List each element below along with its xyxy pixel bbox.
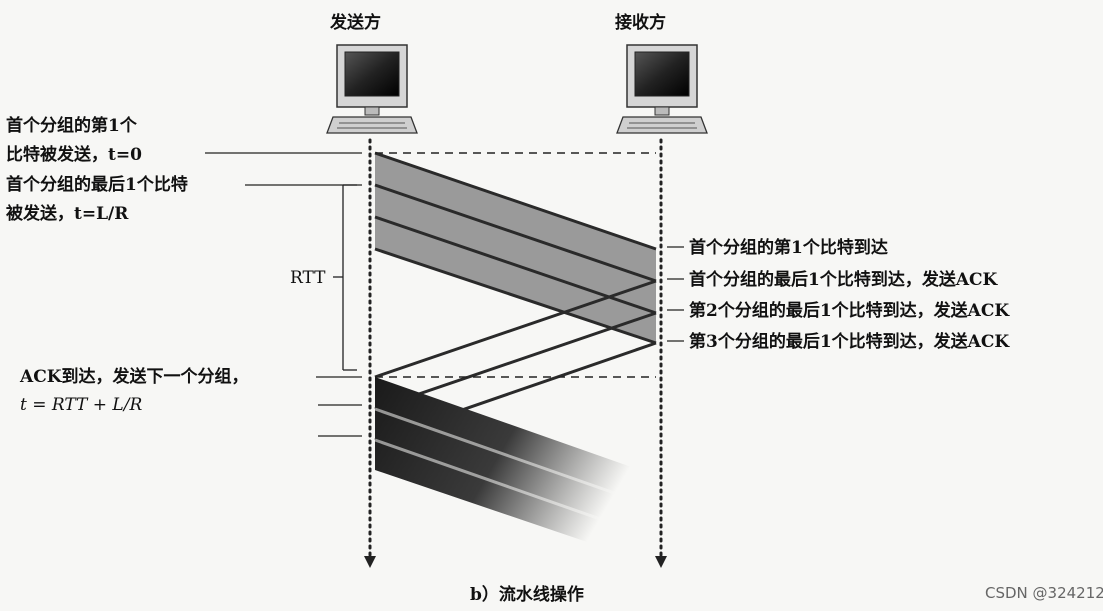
packet-edge-2	[374, 183, 657, 283]
packet-edge-1	[374, 151, 657, 251]
right-label-3: 第2个分组的最后1个比特到达，发送ACK	[689, 300, 1010, 321]
ack-line-1	[374, 279, 657, 379]
right-label-1: 首个分组的第1个比特到达	[689, 237, 888, 258]
last-bit-sent-label-1: 首个分组的最后1个比特	[6, 174, 188, 195]
arrow-down-icon	[655, 556, 667, 568]
receiver-title: 接收方	[615, 12, 666, 33]
rtt-label: RTT	[290, 268, 326, 288]
packet-band	[375, 153, 656, 343]
continued-packets-band	[375, 377, 640, 560]
figure-caption: b）流水线操作	[470, 584, 584, 605]
arrow-down-icon	[364, 556, 376, 568]
ack-line-2	[374, 311, 657, 411]
continued-gap-2	[374, 438, 641, 535]
sender-title: 发送方	[329, 12, 381, 33]
first-bit-sent-label-1: 首个分组的第1个	[6, 115, 138, 136]
computer-monitor-icon	[326, 44, 418, 134]
watermark: CSDN @324212	[985, 584, 1103, 602]
right-label-4: 第3个分组的最后1个比特到达，发送ACK	[689, 331, 1010, 352]
first-bit-sent-label-2: 比特被发送，t=0	[6, 144, 142, 165]
right-label-2: 首个分组的最后1个比特到达，发送ACK	[689, 269, 999, 290]
ack-arrives-label-2: t = RTT + L/R	[20, 395, 142, 415]
last-bit-sent-label-2: 被发送，t=L/R	[6, 203, 129, 224]
ack-arrives-label-1: ACK到达，发送下一个分组，	[19, 366, 249, 387]
computer-monitor-icon	[616, 44, 708, 134]
continued-gap-1	[374, 407, 641, 504]
packet-edge-4	[374, 247, 657, 345]
